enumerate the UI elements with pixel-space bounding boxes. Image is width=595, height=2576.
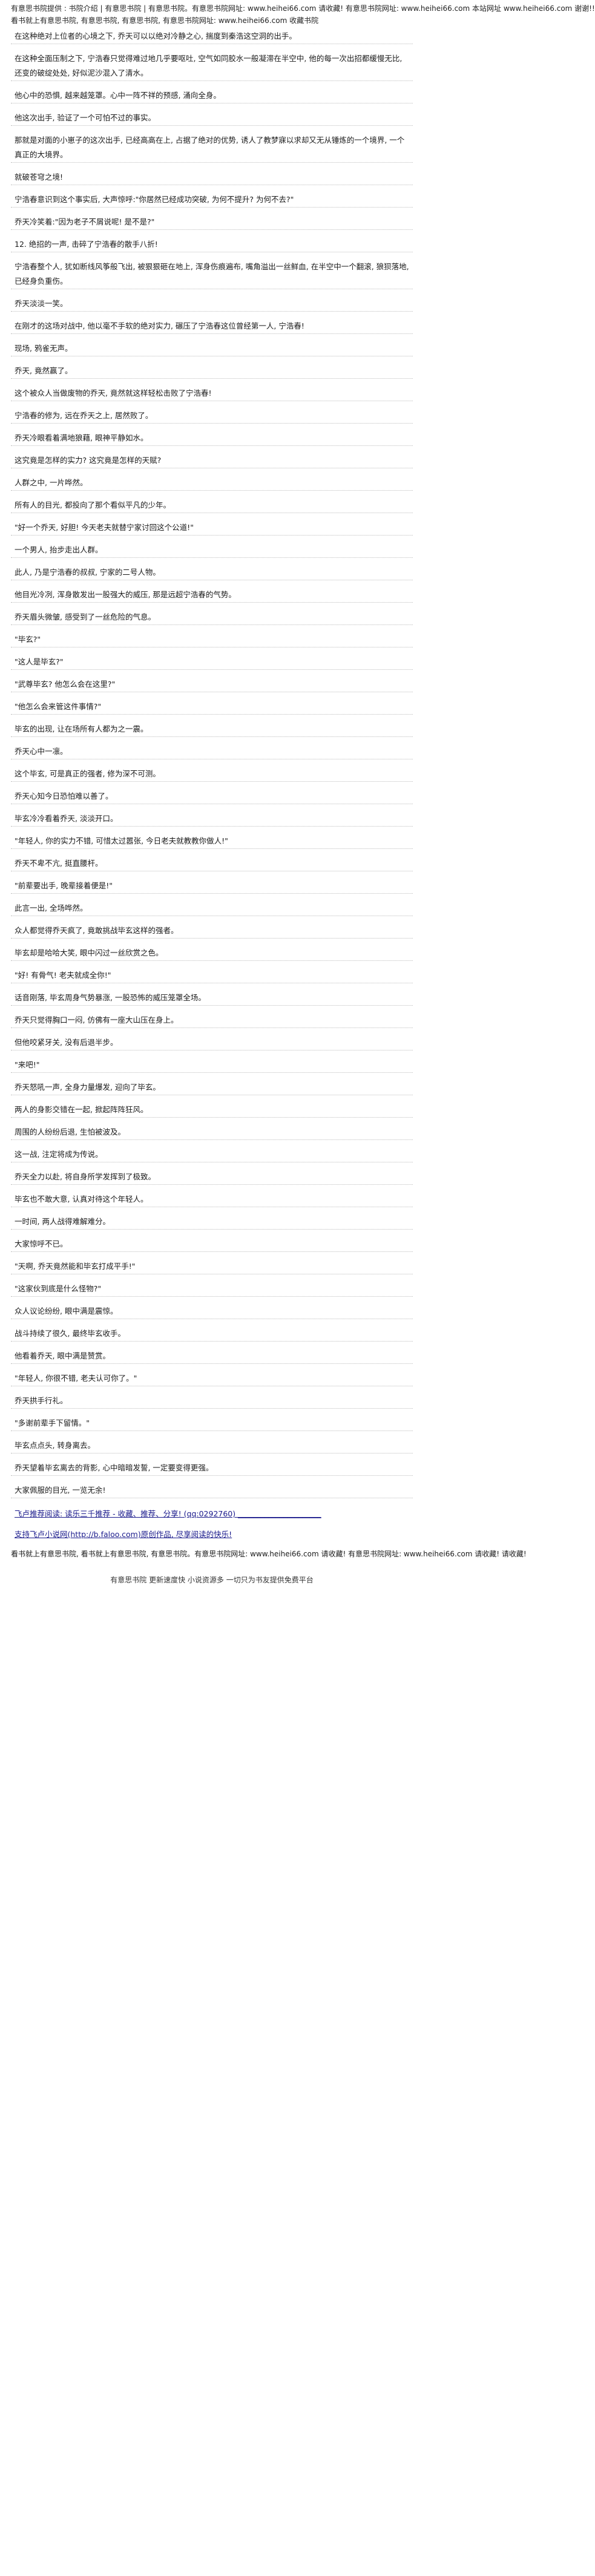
- paragraph: 在这种全面压制之下, 宁浩春只觉得难过地几乎要呕吐, 空气如同胶水一般凝滞在半空…: [11, 51, 413, 81]
- paragraph: 12. 绝招的一声, 击碎了宁浩春的散手八折!: [11, 237, 413, 252]
- paragraph: 毕玄冷冷看着乔天, 淡淡开口。: [11, 811, 413, 827]
- paragraph: 乔天拱手行礼。: [11, 1394, 413, 1409]
- paragraph: "天啊, 乔天竟然能和毕玄打成平手!": [11, 1259, 413, 1274]
- paragraph: 乔天淡淡一笑。: [11, 297, 413, 312]
- paragraph: 乔天怒吼一声, 全身力量爆发, 迎向了毕玄。: [11, 1080, 413, 1095]
- paragraph: 一时间, 两人战得难解难分。: [11, 1214, 413, 1230]
- paragraph: "来吧!": [11, 1058, 413, 1073]
- paragraph: 乔天望着毕玄离去的背影, 心中暗暗发誓, 一定要变得更强。: [11, 1461, 413, 1476]
- paragraph: 宁浩春的修为, 远在乔天之上, 居然败了。: [11, 408, 413, 424]
- paragraph: 毕玄的出现, 让在场所有人都为之一震。: [11, 722, 413, 737]
- paragraph: 这究竟是怎样的实力? 这究竟是怎样的天赋?: [11, 453, 413, 468]
- paragraph: 人群之中, 一片哗然。: [11, 476, 413, 491]
- paragraph: 此人, 乃是宁浩春的叔叔, 宁家的二号人物。: [11, 565, 413, 580]
- paragraph: "前辈要出手, 晚辈接着便是!": [11, 879, 413, 894]
- share-link[interactable]: 飞卢推荐阅读: 读乐三千推荐 - 收藏、推荐、分享! (qq:0292760) …: [15, 1509, 321, 1518]
- paragraph: 宁浩春意识到这个事实后, 大声惊呼:"你居然已经成功突破, 为何不提升? 为何不…: [11, 192, 413, 208]
- footer-links: 飞卢推荐阅读: 读乐三千推荐 - 收藏、推荐、分享! (qq:0292760) …: [11, 1507, 413, 1542]
- bottom-promo: 有意思书院 更新速度快 小说资源多 一切只为书友提供免费平台: [110, 1576, 314, 1584]
- paragraph: 他这次出手, 验证了一个可怕不过的事实。: [11, 111, 413, 126]
- paragraph: 大家惊呼不已。: [11, 1237, 413, 1252]
- paragraph: 一个男人, 抬步走出人群。: [11, 543, 413, 558]
- paragraph: 那就是对面的小崽子的这次出手, 已经高高在上, 占据了绝对的优势, 诱人了教梦寐…: [11, 133, 413, 163]
- paragraph: 在刚才的这场对战中, 他以毫不手软的绝对实力, 碾压了宁浩春这位曾经第一人, 宁…: [11, 319, 413, 334]
- paragraph: 乔天, 竟然赢了。: [11, 364, 413, 379]
- paragraph: "他怎么会来管这件事情?": [11, 700, 413, 715]
- top-banner: 有意思书院提供 : 书院介绍 | 有意思书院 | 有意思书院。有意思书院网址: …: [11, 2, 595, 27]
- paragraph: 乔天心中一凛。: [11, 744, 413, 759]
- paragraph: 在这种绝对上位者的心境之下, 乔天可以以绝对冷静之心, 揣度到秦浩这空洞的出手。: [11, 29, 413, 44]
- paragraph: "这人是毕玄?": [11, 655, 413, 670]
- paragraph: 众人议论纷纷, 眼中满是震惊。: [11, 1304, 413, 1319]
- paragraph: 现场, 鸦雀无声。: [11, 341, 413, 356]
- paragraph: "年轻人, 你的实力不错, 可惜太过嚣张, 今日老夫就教教你做人!": [11, 834, 413, 849]
- paragraph: 此言一出, 全场哗然。: [11, 901, 413, 916]
- paragraph: 乔天不卑不亢, 挺直腰杆。: [11, 856, 413, 871]
- paragraph: "毕玄?": [11, 632, 413, 647]
- paragraph: 毕玄却是哈哈大笑, 眼中闪过一丝欣赏之色。: [11, 946, 413, 961]
- paragraph: "好! 有骨气! 老夫就成全你!": [11, 968, 413, 983]
- top-banner-line-1[interactable]: 有意思书院提供 : 书院介绍 | 有意思书院 | 有意思书院。有意思书院网址: …: [11, 4, 595, 13]
- page: 有意思书院提供 : 书院介绍 | 有意思书院 | 有意思书院。有意思书院网址: …: [11, 2, 595, 1584]
- paragraph: 所有人的目光, 都投向了那个看似平凡的少年。: [11, 498, 413, 513]
- paragraph: 乔天眉头微皱, 感受到了一丝危险的气息。: [11, 610, 413, 625]
- paragraph: 这个被众人当做废物的乔天, 竟然就这样轻松击败了宁浩春!: [11, 386, 413, 401]
- paragraph: 乔天心知今日恐怕难以善了。: [11, 789, 413, 804]
- paragraph: 他心中的恐惧, 越来越笼罩。心中一阵不祥的预感, 涌向全身。: [11, 88, 413, 103]
- paragraph: 宁浩春整个人, 犹如断线风筝般飞出, 被狠狠砸在地上, 浑身伤痕遍布, 嘴角溢出…: [11, 260, 413, 289]
- paragraph: "好一个乔天, 好胆! 今天老夫就替宁家讨回这个公道!": [11, 520, 413, 536]
- paragraph: 这一战, 注定将成为传说。: [11, 1147, 413, 1162]
- paragraph: 就破苍穹之境!: [11, 170, 413, 185]
- paragraph: 周围的人纷纷后退, 生怕被波及。: [11, 1125, 413, 1140]
- paragraph: 战斗持续了很久, 最终毕玄收手。: [11, 1326, 413, 1342]
- paragraph: 大家佩服的目光, 一览无余!: [11, 1483, 413, 1498]
- paragraph: 这个毕玄, 可是真正的强者, 修为深不可测。: [11, 767, 413, 782]
- support-link[interactable]: 支持飞卢小说网(http://b.faloo.com)原创作品, 尽享阅读的快乐…: [15, 1530, 232, 1539]
- top-banner-line-2[interactable]: 看书就上有意思书院, 有意思书院, 有意思书院, 有意思书院网址: www.he…: [11, 16, 319, 25]
- paragraph: "这家伙到底是什么怪物?": [11, 1282, 413, 1297]
- paragraph: 毕玄点点头, 转身离去。: [11, 1438, 413, 1454]
- paragraph: 他看着乔天, 眼中满是赞赏。: [11, 1349, 413, 1364]
- paragraph: 话音刚落, 毕玄周身气势暴涨, 一股恐怖的威压笼罩全场。: [11, 991, 413, 1006]
- paragraph: 众人都觉得乔天疯了, 竟敢挑战毕玄这样的强者。: [11, 923, 413, 939]
- paragraph: "年轻人, 你很不错, 老夫认可你了。": [11, 1371, 413, 1386]
- paragraph: "多谢前辈手下留情。": [11, 1416, 413, 1431]
- paragraph: 但他咬紧牙关, 没有后退半步。: [11, 1035, 413, 1050]
- paragraph: "武尊毕玄? 他怎么会在这里?": [11, 677, 413, 692]
- paragraph: 两人的身影交错在一起, 掀起阵阵狂风。: [11, 1103, 413, 1118]
- paragraph: 乔天只觉得胸口一闷, 仿佛有一座大山压在身上。: [11, 1013, 413, 1028]
- paragraph: 乔天冷笑着:"因为老子不屑说呢! 是不是?": [11, 215, 413, 230]
- paragraph: 乔天冷眼看着满地狼藉, 眼神平静如水。: [11, 431, 413, 446]
- bottom-banner: 看书就上有意思书院, 看书就上有意思书院, 有意思书院。有意思书院网址: www…: [11, 1550, 527, 1558]
- paragraph: 乔天全力以赴, 将自身所学发挥到了极致。: [11, 1170, 413, 1185]
- paragraph: 他目光冷冽, 浑身散发出一股强大的威压, 那是远超宁浩春的气势。: [11, 588, 413, 603]
- paragraph: 毕玄也不敢大意, 认真对待这个年轻人。: [11, 1192, 413, 1207]
- chapter-content: 在这种绝对上位者的心境之下, 乔天可以以绝对冷静之心, 揣度到秦浩这空洞的出手。…: [11, 29, 413, 1498]
